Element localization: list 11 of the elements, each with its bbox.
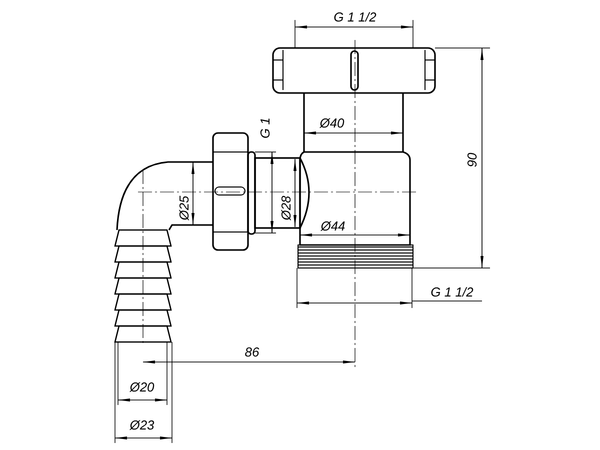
dimension-label: Ø40: [320, 116, 344, 130]
dimension-label: Ø25: [178, 196, 190, 220]
dimension-label: 86: [244, 346, 260, 358]
dimension-label: G 1 1/2: [430, 286, 474, 298]
dimension-label: Ø23: [130, 418, 154, 432]
dimension-label: Ø20: [130, 380, 154, 394]
dimension-label: G 1: [258, 118, 272, 138]
dimension-label: G 1 1/2: [334, 10, 376, 24]
dimension-label: Ø28: [280, 196, 292, 220]
dimension-label: 90: [466, 152, 478, 168]
dimension-label: Ø44: [320, 220, 346, 232]
